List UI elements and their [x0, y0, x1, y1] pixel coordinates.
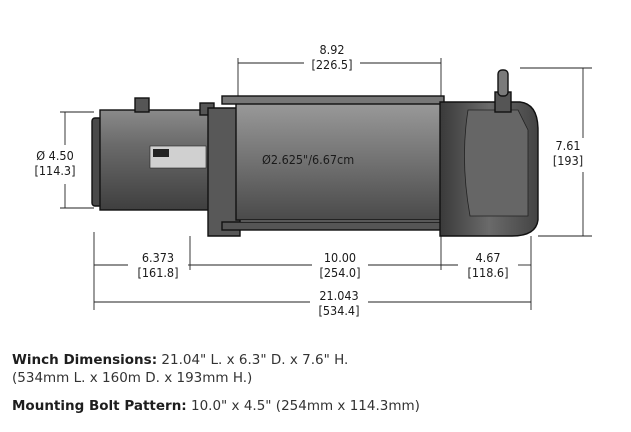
top-width-metric: [226.5]	[312, 57, 353, 72]
warn-logo-mark	[153, 149, 169, 157]
gearbox-inner	[464, 109, 529, 217]
tie-bar-top	[221, 95, 445, 105]
height-value: 7.61	[555, 138, 580, 153]
right-offset-metric: [118.6]	[468, 265, 509, 280]
winch-dimensions-label: Winch Dimensions:	[12, 352, 158, 368]
diameter-value: Ø 4.50	[36, 148, 73, 163]
mounting-bolt-label: Mounting Bolt Pattern:	[12, 398, 187, 414]
top-width-value: 8.92	[319, 42, 344, 57]
height-metric: [193]	[553, 153, 583, 168]
winch-dimension-drawing: Ø2.625"/6.67cm 8.92 [226.5] Ø 4.50 [114.…	[35, 42, 592, 318]
mounting-bolt-line: Mounting Bolt Pattern: 10.0" x 4.5" (254…	[12, 397, 420, 415]
left-offset-metric: [161.8]	[138, 265, 179, 280]
dimension-lines	[64, 62, 584, 303]
overall-length-value: 21.043	[319, 288, 358, 303]
terminal-post-left	[134, 97, 150, 113]
left-mount-foot	[207, 107, 241, 237]
left-offset-value: 6.373	[142, 250, 174, 265]
overall-length-metric: [534.4]	[319, 303, 360, 318]
diameter-metric: [114.3]	[35, 163, 76, 178]
mounting-bolt-value: 10.0" x 4.5" (254mm x 114.3mm)	[191, 398, 420, 414]
bolt-spacing-value: 10.00	[324, 250, 356, 265]
clutch-lever-handle-icon	[497, 69, 509, 97]
cable-drum	[235, 101, 443, 221]
winch-illustration: Ø2.625"/6.67cm	[91, 69, 539, 237]
winch-dimensions-line: Winch Dimensions: 21.04" L. x 6.3" D. x …	[12, 351, 348, 369]
dimension-labels: 8.92 [226.5] Ø 4.50 [114.3] 7.61 [193] 6…	[35, 42, 584, 318]
bolt-spacing-metric: [254.0]	[320, 265, 361, 280]
winch-dimensions-value: 21.04" L. x 6.3" D. x 7.6" H.	[161, 352, 349, 368]
drum-diameter-label: Ø2.625"/6.67cm	[262, 152, 354, 167]
right-offset-value: 4.67	[475, 250, 500, 265]
winch-dimensions-metric: (534mm L. x 160m D. x 193mm H.)	[12, 370, 253, 386]
tie-bar-bottom	[221, 221, 445, 231]
